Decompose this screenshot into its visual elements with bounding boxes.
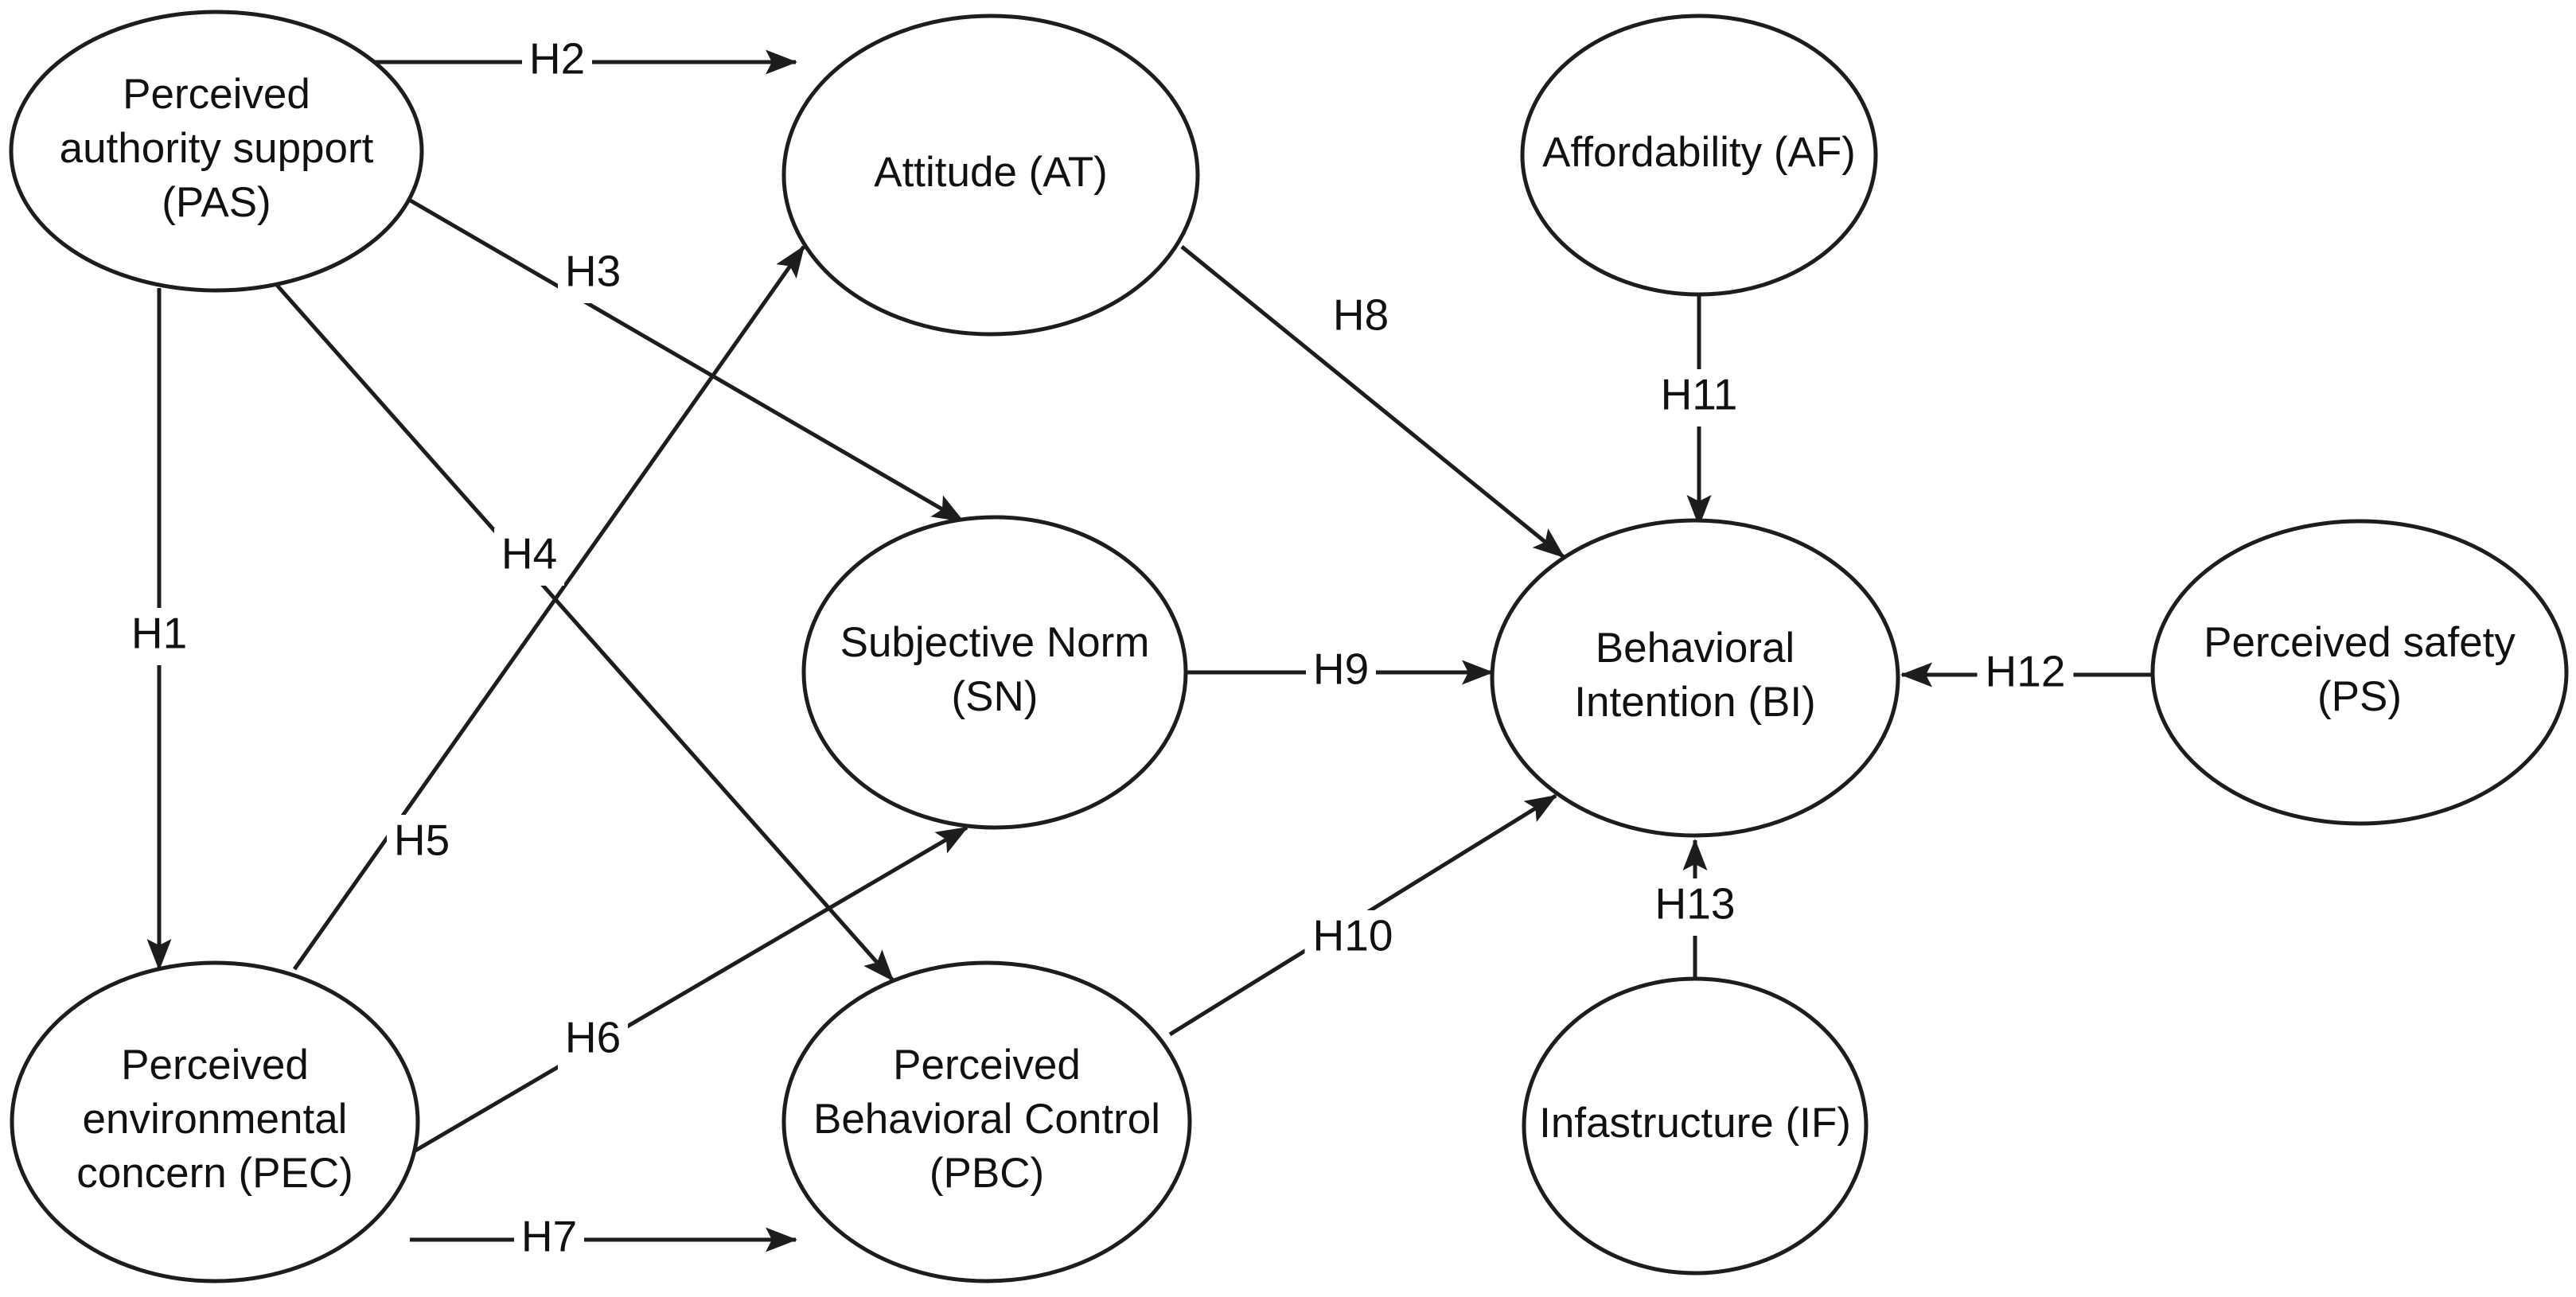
edge-label-text-h9: H9 <box>1313 645 1369 694</box>
edge-label-backdrop <box>1650 369 1748 426</box>
edge-label-backdrop <box>494 528 564 586</box>
node-ellipse-if <box>1522 976 1869 1276</box>
edge-label-text-h2: H2 <box>529 34 585 84</box>
node-ps[interactable]: Perceived safety (PS) <box>2150 519 2569 826</box>
node-label-pbc: Perceived <box>893 1042 1081 1089</box>
edge-label-text-h10: H10 <box>1313 911 1393 960</box>
edge-label-backdrop <box>514 1211 584 1268</box>
node-if[interactable]: Infastructure (IF) <box>1522 976 1869 1276</box>
node-ellipse-ps <box>2150 519 2569 826</box>
edge-label-text-h6: H6 <box>565 1013 621 1062</box>
node-pec[interactable]: Perceived environmental concern (PEC) <box>10 960 420 1283</box>
edge-label-text-h3: H3 <box>565 247 621 296</box>
edge-label-text-h11: H11 <box>1661 370 1738 419</box>
node-ellipse-sn <box>801 515 1188 830</box>
node-label-pas: (PAS) <box>162 179 271 226</box>
edge-label-h9: H9 <box>1306 644 1376 701</box>
edge-label-backdrop <box>1306 644 1376 701</box>
edge-h4 <box>273 281 894 982</box>
edge-label-backdrop <box>522 33 592 91</box>
edge-label-h13: H13 <box>1647 878 1744 936</box>
node-label-at: Attitude (AT) <box>874 149 1108 196</box>
edge-label-text-h4: H4 <box>501 529 557 578</box>
node-label-if: Infastructure (IF) <box>1539 1100 1851 1147</box>
edge-label-h6: H6 <box>558 1012 628 1069</box>
edge-label-h11: H11 <box>1650 369 1748 426</box>
node-label-pas: authority support <box>60 125 374 172</box>
node-ellipse-bi <box>1490 518 1900 838</box>
edge-label-backdrop <box>1304 910 1401 968</box>
node-label-pbc: Behavioral Control <box>813 1096 1160 1143</box>
node-ellipse-pbc <box>781 960 1192 1283</box>
edge-label-text-h8: H8 <box>1333 290 1389 340</box>
edge-label-h12: H12 <box>1977 646 2074 703</box>
node-sn[interactable]: Subjective Norm (SN) <box>801 515 1188 830</box>
edge-label-backdrop <box>558 1012 628 1069</box>
edge-label-text-h12: H12 <box>1986 647 2066 696</box>
node-label-sn: (SN) <box>952 673 1039 720</box>
edge-label-h8: H8 <box>1326 290 1396 347</box>
edge-h8 <box>1180 245 1565 559</box>
node-label-pec: Perceived <box>121 1042 309 1089</box>
node-label-bi: Behavioral <box>1596 625 1795 672</box>
node-label-sn: Subjective Norm <box>840 619 1150 666</box>
node-pas[interactable]: Perceived authority support (PAS) <box>9 10 424 293</box>
edge-label-h2: H2 <box>522 33 592 91</box>
node-at[interactable]: Attitude (AT) <box>781 14 1200 337</box>
edge-label-h4: H4 <box>494 528 564 586</box>
edge-label-backdrop <box>1977 646 2074 703</box>
edge-label-backdrop <box>1647 878 1744 936</box>
node-label-ps: Perceived safety <box>2204 619 2516 666</box>
edge-label-backdrop <box>387 815 457 872</box>
node-label-pec: concern (PEC) <box>76 1150 353 1197</box>
edge-label-h1: H1 <box>124 608 194 665</box>
node-label-pbc: (PBC) <box>929 1150 1044 1197</box>
edge-label-text-h5: H5 <box>394 816 450 865</box>
node-ellipse-at <box>781 14 1200 337</box>
edge-label-h5: H5 <box>387 815 457 872</box>
edge-h3 <box>392 189 965 524</box>
node-ellipse-af <box>1520 14 1878 297</box>
nodes-layer: Perceived authority support (PAS) Attitude … <box>9 10 2569 1283</box>
node-ellipse-pas <box>9 10 424 293</box>
edge-label-backdrop <box>1326 290 1396 347</box>
edge-label-text-h1: H1 <box>131 609 187 658</box>
edge-label-h3: H3 <box>558 246 628 303</box>
edge-label-h7: H7 <box>514 1211 584 1268</box>
edge-label-h10: H10 <box>1304 910 1401 968</box>
node-af[interactable]: Affordability (AF) <box>1520 14 1878 297</box>
node-label-af: Affordability (AF) <box>1542 129 1856 176</box>
edge-label-backdrop <box>558 246 628 303</box>
node-ellipse-pec <box>10 960 420 1283</box>
node-label-bi: Intention (BI) <box>1574 679 1815 726</box>
node-label-pas: Perceived <box>123 71 310 118</box>
edge-h6 <box>408 825 968 1156</box>
node-label-ps: (PS) <box>2317 673 2402 720</box>
edge-label-backdrop <box>124 608 194 665</box>
edge-h5 <box>292 245 806 971</box>
edge-label-text-h7: H7 <box>521 1212 577 1261</box>
node-label-pec: environmental <box>83 1096 348 1143</box>
edge-label-text-h13: H13 <box>1655 879 1736 929</box>
